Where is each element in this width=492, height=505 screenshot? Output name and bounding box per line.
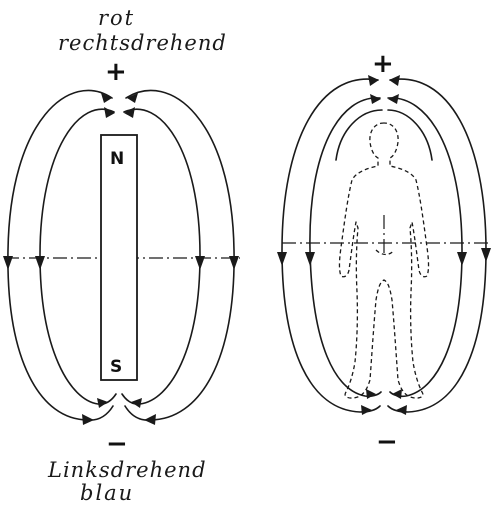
arrow-body-left-inner-top — [370, 94, 381, 104]
arrow-right-inner-bottom — [131, 398, 142, 408]
label-top-rotation: rechtsdrehend — [58, 31, 227, 55]
arrow-left-inner-bottom — [97, 398, 108, 408]
body-left-inner-field-line — [310, 98, 381, 396]
arrow-left-outer-mid — [3, 256, 13, 270]
body-left-core-field-line — [336, 110, 382, 160]
bar-magnet-figure: N S — [3, 90, 240, 425]
arrow-left-inner-top — [104, 107, 115, 118]
south-pole-label: S — [110, 357, 122, 377]
body-left-outer-field-line — [282, 79, 380, 412]
body-right-inner-field-line — [388, 98, 462, 396]
label-top-color: rot — [98, 6, 135, 30]
bar-magnet — [101, 135, 137, 380]
human-belt-line — [376, 250, 394, 255]
plus-sign-left: + — [105, 57, 127, 87]
arrow-body-left-inner-bottom — [366, 389, 376, 399]
arrow-right-inner-mid — [195, 256, 205, 270]
arrow-body-right-inner-top — [388, 94, 399, 104]
label-bottom-color: blau — [80, 481, 134, 505]
arrow-body-left-outer-bottom — [361, 405, 372, 415]
arrow-right-inner-top — [124, 107, 135, 118]
arrow-body-left-inner-mid — [305, 252, 315, 266]
arrow-body-right-outer-bottom — [396, 405, 407, 415]
human-field-figure — [277, 75, 491, 415]
arrow-left-outer-bottom — [82, 414, 94, 425]
minus-sign-left: − — [106, 429, 128, 459]
body-right-core-field-line — [388, 110, 432, 160]
left-outer-field-line — [8, 90, 113, 420]
arrow-body-left-outer-mid — [277, 252, 287, 266]
label-bottom-rotation: Linksdrehend — [47, 458, 207, 482]
arrow-body-right-inner-bottom — [392, 389, 402, 399]
arrow-body-right-inner-mid — [457, 252, 467, 266]
arrow-right-outer-bottom — [144, 414, 156, 425]
arrow-body-right-outer-mid — [481, 248, 491, 262]
right-outer-field-line — [125, 90, 234, 420]
minus-sign-right: − — [376, 427, 398, 457]
plus-sign-right: + — [372, 49, 394, 79]
north-pole-label: N — [110, 149, 124, 169]
arrow-right-outer-mid — [229, 256, 239, 270]
human-silhouette — [339, 123, 428, 398]
arrow-left-inner-mid — [35, 256, 45, 270]
